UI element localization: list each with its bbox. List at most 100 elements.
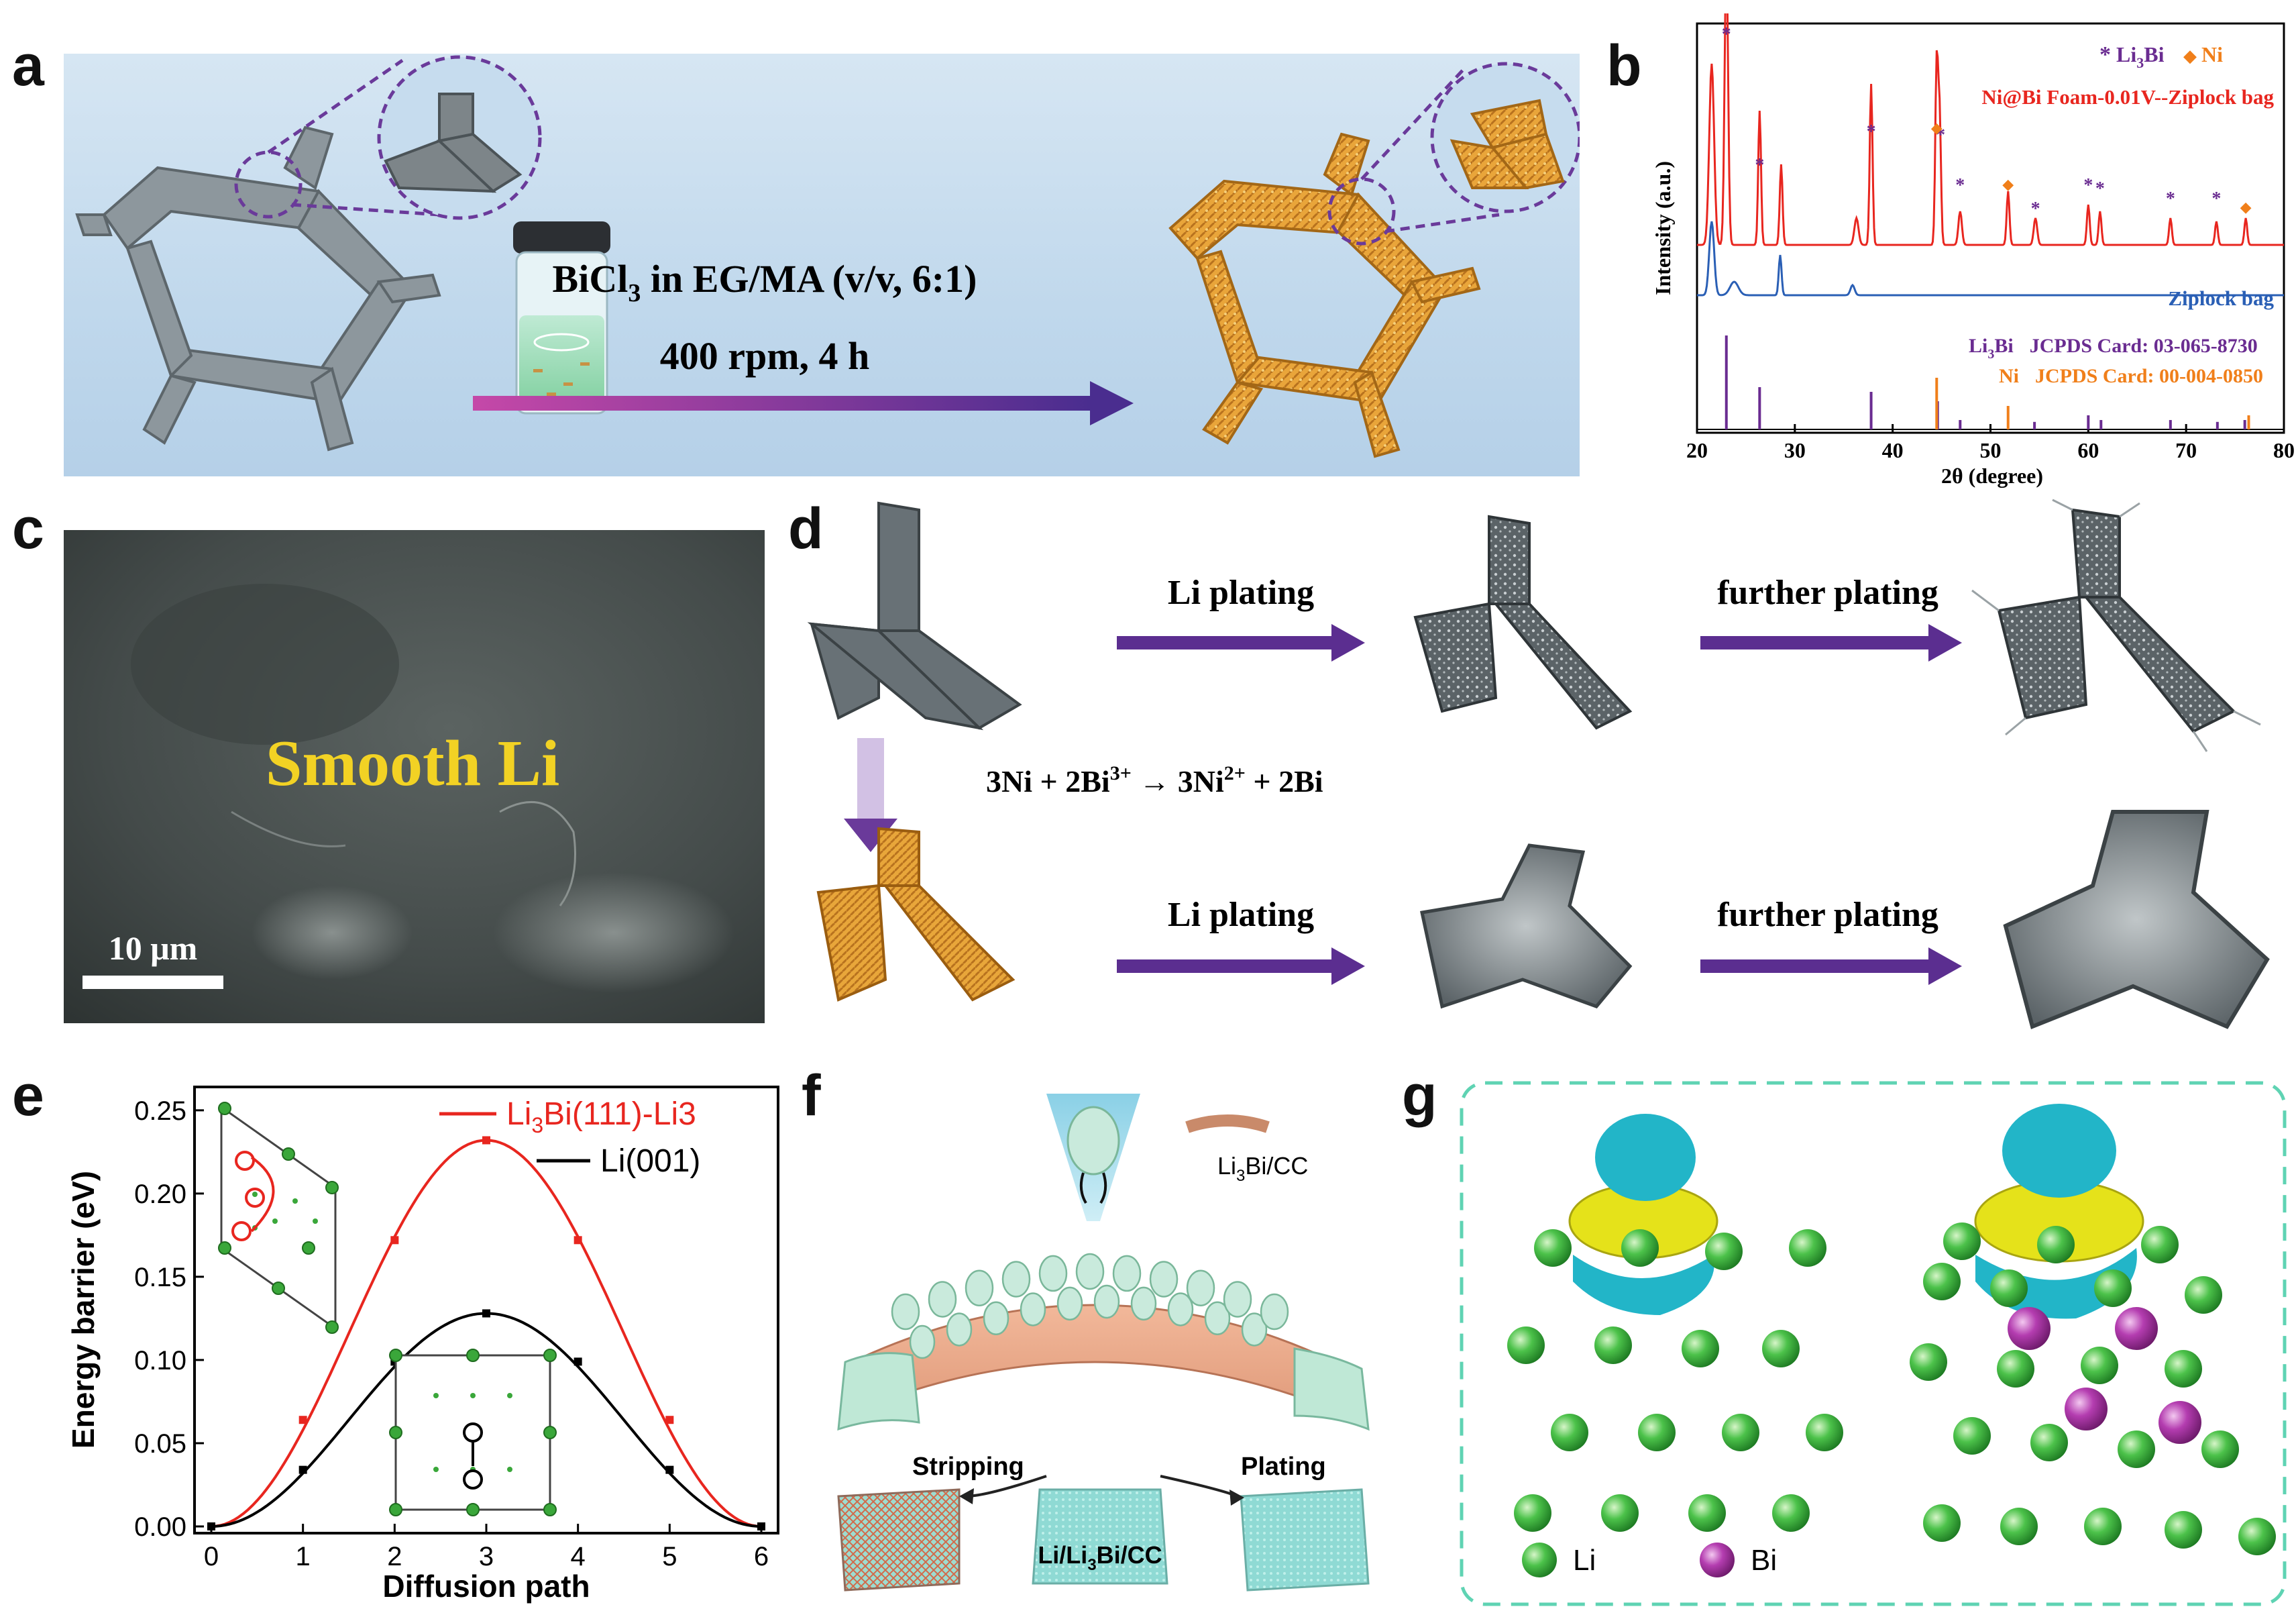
li-atom <box>2141 1226 2179 1263</box>
ni-at-bi-foam-gold-cell <box>1168 132 1481 458</box>
li-atom <box>2118 1430 2155 1468</box>
li-ion <box>1186 1269 1215 1306</box>
li-ion <box>1075 1253 1105 1290</box>
panel-a-reagent: BiCl3 in EG/MA (v/v, 6:1) <box>553 257 977 307</box>
li-atom <box>2000 1508 2038 1545</box>
plating-patch <box>1240 1488 1370 1592</box>
li-atom <box>1943 1222 1981 1260</box>
energy-point <box>298 1416 307 1424</box>
li-atom <box>2094 1269 2132 1307</box>
bi-atom <box>2158 1401 2201 1444</box>
li-ion <box>1130 1286 1157 1321</box>
bi-atom <box>2115 1307 2158 1350</box>
li3bi-peak-marker: * <box>2166 189 2175 209</box>
li-atom <box>2030 1424 2068 1461</box>
f-legend-li3bi-cc: Li3Bi/CC <box>1217 1152 1308 1185</box>
reaction-equation: 3Ni + 2Bi3+ → 3Ni2+ + 2Bi <box>986 762 1323 798</box>
energy-legend-1: Li3Bi(111)-Li3 <box>506 1096 696 1137</box>
li-ion <box>1223 1281 1252 1318</box>
li-atom <box>1705 1233 1743 1270</box>
xrd-ylabel: Intensity (a.u.) <box>1651 161 1675 295</box>
energy-point <box>757 1522 765 1530</box>
energy-point <box>665 1465 674 1474</box>
panel-f-label: f <box>802 1063 821 1128</box>
li3bi-peak-marker: * <box>2031 199 2040 219</box>
li-atom <box>1990 1269 2028 1307</box>
li-ion <box>928 1281 957 1318</box>
xrd-xtick-label: 50 <box>1980 438 2002 462</box>
energy-xtick-label: 2 <box>387 1542 402 1571</box>
bottom-step1-label: Li plating <box>1168 896 1314 934</box>
legend-bi-label: Bi <box>1751 1544 1777 1577</box>
li-ion <box>909 1324 936 1359</box>
li-ion <box>1038 1255 1068 1292</box>
li-atom <box>2081 1347 2118 1384</box>
li-ion <box>1241 1312 1268 1347</box>
li-atom <box>1997 1350 2034 1388</box>
xrd-xtick-label: 30 <box>1784 438 1806 462</box>
ni-peak-marker: ◆ <box>1931 119 1943 136</box>
smooth-li-tripod-2 <box>2003 810 2270 1030</box>
li3bi-peak-marker: * <box>1722 24 1731 45</box>
li-atom <box>1806 1414 1843 1451</box>
left-isosurface <box>1568 1114 1718 1315</box>
li-atom <box>1514 1494 1551 1532</box>
xrd-legend-diamond: ◆ <box>2183 46 2197 66</box>
stripping-patch <box>837 1488 961 1592</box>
xrd-xtick-label: 80 <box>2273 438 2294 462</box>
energy-legend-2: Li(001) <box>600 1143 700 1179</box>
xrd-xtick-label: 70 <box>2175 438 2197 462</box>
center-patch-label: Li/Li3Bi/CC <box>1038 1541 1162 1574</box>
energy-point <box>390 1236 399 1245</box>
panel-d-label: d <box>788 497 824 561</box>
li3bi-peak-marker: * <box>1936 125 1945 146</box>
li-atom <box>1762 1330 1800 1367</box>
energy-point <box>573 1357 582 1366</box>
li3bi-peak-marker: * <box>2211 189 2221 209</box>
li-atom <box>1910 1343 1947 1381</box>
panel-c-sem-image: Smooth Li 10 μm <box>64 530 765 1023</box>
dendrite-ni-tripod <box>1997 508 2236 733</box>
energy-xtick-label: 3 <box>479 1542 494 1571</box>
li-atom <box>2084 1508 2122 1545</box>
top-step2-label: further plating <box>1717 574 1938 612</box>
li-li3bi-cc-patch <box>1032 1488 1168 1585</box>
xrd-series-top-label: Ni@Bi Foam-0.01V--Ziplock bag <box>1981 85 2274 109</box>
li-ion <box>891 1293 920 1331</box>
li-atom <box>1601 1494 1639 1532</box>
legend-li-atom <box>1522 1543 1557 1577</box>
li3bi-peak-marker: * <box>1755 155 1764 176</box>
xrd-xtick-label: 40 <box>1882 438 1904 462</box>
energy-xlabel: Diffusion path <box>382 1569 590 1604</box>
li-ion <box>965 1269 994 1306</box>
li-atom <box>1621 1229 1659 1267</box>
xrd-pattern-line <box>1697 13 2284 246</box>
ni-peak-marker: ◆ <box>2002 176 2014 193</box>
plating-label: Plating <box>1241 1453 1326 1481</box>
ni-tripod-top <box>807 501 1022 731</box>
stripping-label: Stripping <box>912 1453 1024 1481</box>
li-atom <box>1772 1494 1810 1532</box>
li-atom <box>1594 1326 1632 1364</box>
energy-xtick-label: 6 <box>754 1542 769 1571</box>
xrd-series-mid-label: Ziplock bag <box>2168 286 2274 310</box>
inset-li-lattice <box>389 1349 557 1516</box>
panel-f-schematic: Li3Bi/CC Stripping Plating Li/Li3Bi/CC <box>837 1094 1370 1592</box>
xrd-xtick-label: 60 <box>2077 438 2099 462</box>
energy-ytick-label: 0.00 <box>134 1512 186 1542</box>
bi-atom <box>2065 1388 2108 1430</box>
inset-li3bi-lattice <box>218 1102 339 1334</box>
panel-d-schematic: Li plating further plating 3Ni + 2Bi3+ →… <box>807 499 2270 1030</box>
energy-xtick-label: 1 <box>296 1542 311 1571</box>
li-ion <box>983 1301 1009 1335</box>
panel-e-label: e <box>12 1063 44 1128</box>
li-ion <box>946 1312 973 1347</box>
ni-at-bi-tripod-gold <box>816 827 1016 1002</box>
li-atom <box>1923 1504 1961 1542</box>
top-step1-label: Li plating <box>1168 574 1314 612</box>
panel-g-label: g <box>1402 1063 1437 1128</box>
energy-xtick-label: 4 <box>571 1542 586 1571</box>
energy-point <box>207 1522 215 1530</box>
